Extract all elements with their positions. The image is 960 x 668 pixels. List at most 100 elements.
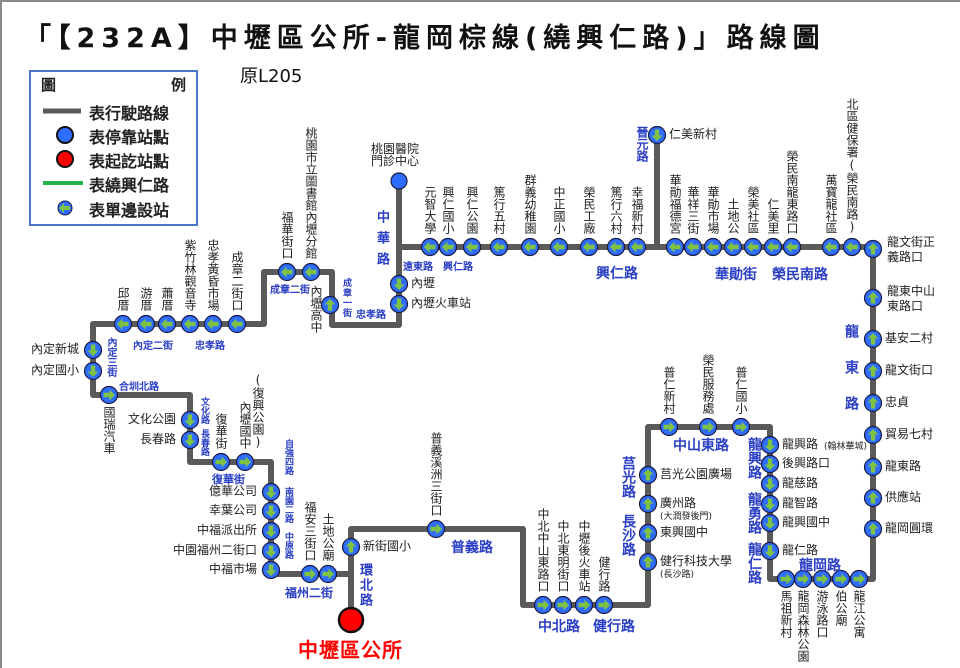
one-side-stop-arrow-icon	[776, 569, 796, 589]
one-side-stop-arrow-icon	[320, 295, 340, 315]
one-side-stop-arrow-icon	[683, 237, 703, 257]
one-side-stop-arrow-icon	[760, 513, 780, 533]
one-side-stop-arrow-icon	[420, 237, 440, 257]
one-side-stop-arrow-icon	[341, 537, 361, 557]
stop-label: 莒光公園廣場	[660, 467, 733, 481]
stop-label: 忠貞	[885, 395, 910, 409]
one-side-stop-arrow-icon	[863, 519, 883, 539]
stop-label: 榮民服務處	[701, 354, 715, 414]
one-side-stop-arrow-icon	[574, 595, 594, 615]
street-name-label: 長沙路	[620, 514, 636, 556]
gray-line-icon	[43, 108, 81, 114]
stop-label: 內壢	[411, 276, 436, 290]
legend-item-route: 表行駛路線	[31, 100, 196, 123]
street-name-label: 中山東路	[673, 438, 729, 454]
one-side-stop-arrow-icon	[389, 294, 409, 314]
one-side-stop-arrow-icon	[83, 340, 103, 360]
one-side-stop-arrow-icon	[549, 237, 569, 257]
stop-label: 元智大學	[423, 186, 437, 234]
stop-label: 桃園醫院門診中心	[371, 142, 420, 168]
street-name-label: 環北路	[357, 563, 372, 608]
one-side-stop-arrow-icon	[211, 452, 231, 472]
stop-label: 仁美里	[766, 198, 780, 234]
street-name-label: 興仁路	[596, 266, 638, 282]
stop-label: 中壢後火車站	[577, 520, 591, 592]
one-side-stop-arrow-icon	[638, 552, 658, 572]
street-name-label: 榮民南路	[772, 267, 828, 283]
one-side-stop-arrow-icon	[763, 237, 783, 257]
one-side-stop-arrow-icon	[533, 595, 553, 615]
street-name-label: 龍興路	[746, 437, 762, 479]
stop-label: 長春路	[139, 432, 176, 446]
stop-label: 內壢國中	[238, 401, 252, 449]
stop-label: 內定新城	[30, 342, 79, 356]
street-name-label: 忠孝路	[356, 310, 386, 321]
stop-label: 廣州路	[660, 496, 697, 510]
one-side-stop-arrow-icon	[863, 425, 883, 445]
stop-label: 基安二村	[885, 331, 934, 345]
street-name-label: 興仁路	[443, 262, 473, 273]
stop-label: 興仁國小	[441, 186, 455, 234]
one-side-stop-arrow-icon	[638, 494, 658, 514]
stop-label: 文化公園	[127, 412, 176, 426]
stop-label: 貿易七村	[885, 427, 934, 441]
one-side-stop-arrow-icon	[462, 237, 482, 257]
one-side-stop-arrow-icon	[665, 237, 685, 257]
one-side-stop-arrow-icon	[821, 237, 841, 257]
legend-item-detour: 表繞興仁路	[31, 172, 196, 195]
one-side-stop-arrow-icon	[863, 239, 883, 259]
one-side-stop-arrow-icon	[136, 314, 156, 334]
legend-label: 表起訖站點	[89, 152, 170, 171]
stop-label: 福華街口	[280, 211, 294, 259]
one-side-stop-arrow-icon	[627, 237, 647, 257]
street-name-label: 成章二街	[270, 285, 310, 296]
stop-label: 成章二街口	[230, 251, 244, 311]
stop-label: 伯公廟	[834, 590, 848, 626]
street-name-label: 健行路	[593, 619, 635, 635]
legend-item-one-side: 表單邊設站	[31, 197, 196, 220]
stop-label: 中北東明街口	[556, 520, 570, 592]
stop-label: 中福派出所	[196, 523, 257, 537]
one-side-stop-arrow-icon	[553, 595, 573, 615]
street-name-label: 內定三街	[105, 337, 116, 377]
street-name-label: 龍岡路	[799, 558, 841, 574]
terminal-stop-marker	[390, 172, 408, 190]
stop-label: 龍文街正義路口	[887, 235, 936, 264]
street-name-label: 合圳北路	[119, 382, 159, 393]
street-name-label: 福州二街	[285, 586, 334, 600]
one-side-stop-arrow-icon	[606, 237, 626, 257]
street-name-label: 內定二街	[133, 341, 173, 352]
stop-label: 中福市場	[208, 562, 257, 576]
stop-sublabel: (翰林華城)	[824, 442, 868, 452]
street-name-label: 南園二路	[283, 487, 293, 523]
one-side-stop-arrow-icon	[723, 237, 743, 257]
stop-label: 福安三街口	[303, 501, 317, 561]
street-name-label: 龍東路	[843, 324, 859, 432]
street-name-label: 成章一街	[341, 278, 351, 318]
one-side-stop-arrow-icon	[235, 452, 255, 472]
street-name-label: 龍仁路	[746, 542, 762, 584]
street-name-label: 長春路	[199, 429, 209, 456]
stop-label: 群義幼稚園	[523, 174, 537, 234]
one-side-stop-arrow-icon	[782, 237, 802, 257]
one-side-stop-arrow-icon	[261, 541, 281, 561]
stop-label: 復華街	[214, 413, 228, 449]
legend-item-terminal: 表起訖站點	[31, 148, 196, 171]
stop-label: 新街國小	[363, 539, 412, 553]
one-side-stop-arrow-icon	[831, 569, 851, 589]
one-side-stop-arrow-icon	[760, 541, 780, 561]
legend-label: 表繞興仁路	[89, 176, 170, 195]
start-stop-label: 中壢區公所	[298, 638, 403, 662]
street-name-label: 華勛街	[715, 267, 757, 283]
stop-label: 龍東中山東路口	[887, 284, 936, 313]
stop-label: 幸葉公司	[208, 503, 257, 517]
green-line-icon	[43, 181, 83, 185]
one-side-stop-arrow-icon	[227, 314, 247, 334]
street-name-label: 晉元路	[635, 126, 649, 162]
stop-label: 紫竹林觀音寺	[183, 239, 197, 311]
one-side-stop-arrow-icon	[113, 314, 133, 334]
stop-label: 東興國中	[660, 525, 709, 539]
one-side-stop-arrow-icon	[180, 314, 200, 334]
legend-label: 表行駛路線	[89, 104, 170, 123]
